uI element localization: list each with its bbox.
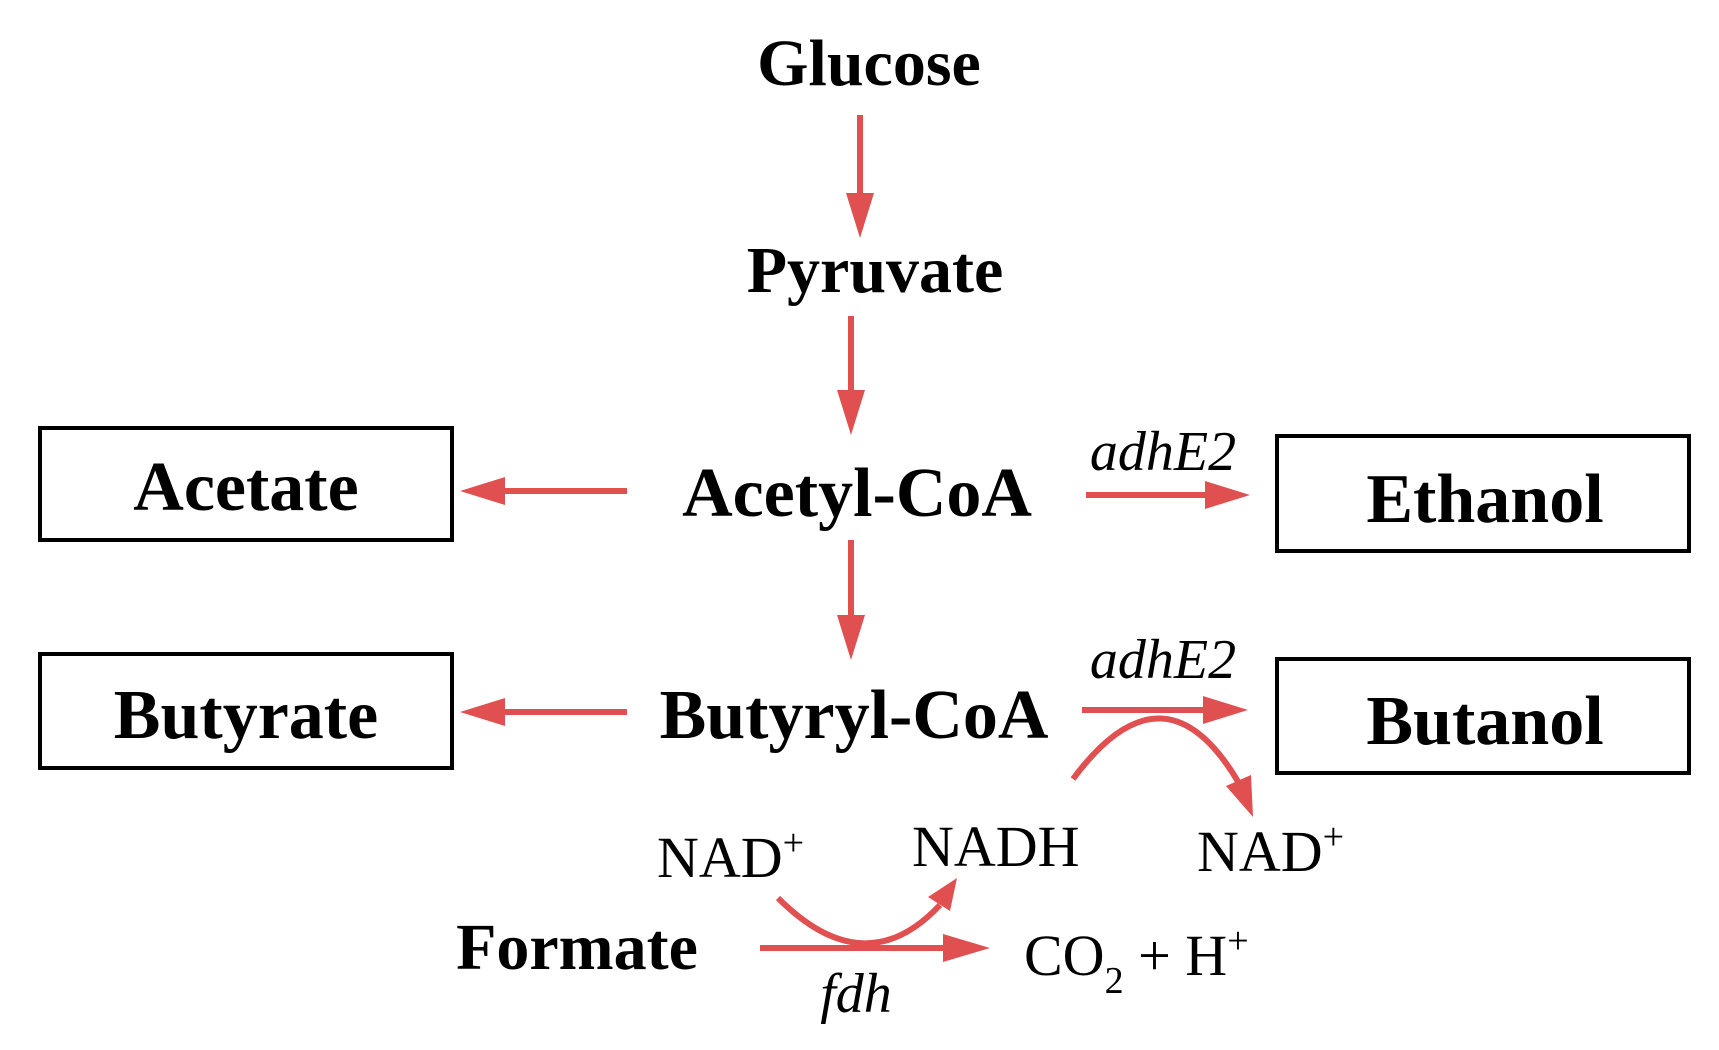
butyrate-label: Butyrate [114, 677, 378, 754]
nad-plus-left: NAD+ [657, 822, 804, 890]
acetyl-coa-label: Acetyl-CoA [682, 455, 1032, 532]
arrow-nadh-nadplus-head [1226, 775, 1253, 817]
arrow-acetylcoa-butyrylcoa-head [837, 615, 865, 660]
arrow-formate-co2-head [943, 934, 990, 962]
adhe2-butanol-label: adhE2 [1090, 629, 1236, 691]
arrow-acetylcoa-ethanol-head [1205, 481, 1250, 509]
ethanol-label: Ethanol [1366, 461, 1603, 538]
arrow-nadplus-nadh-head [928, 878, 957, 911]
butanol-box [1275, 657, 1691, 775]
pyruvate-label: Pyruvate [747, 234, 1004, 307]
arrow-glucose-pyruvate-head [846, 193, 874, 238]
glucose-label: Glucose [757, 27, 981, 100]
acetate-box [38, 426, 454, 542]
butyrate-box [38, 652, 454, 770]
adhe2-ethanol-label: adhE2 [1090, 421, 1236, 483]
butanol-label: Butanol [1366, 683, 1603, 760]
arrow-nadh-nadplus-curve [1070, 715, 1243, 787]
fdh-label: fdh [820, 963, 892, 1025]
formate-label: Formate [456, 911, 698, 984]
arrow-butyrylcoa-butanol-head [1203, 696, 1248, 724]
arrow-butyrylcoa-butyrate-head [460, 698, 505, 726]
co2-h-plus-label: CO2 + H+ [1024, 920, 1249, 1002]
arrow-acetylcoa-acetate-head [460, 477, 505, 505]
arrow-nadplus-nadh-curve [775, 895, 943, 947]
butyryl-coa-label: Butyryl-CoA [660, 677, 1049, 754]
nadh-label: NADH [912, 814, 1080, 879]
nad-plus-right: NAD+ [1197, 816, 1344, 884]
arrow-pyruvate-acetylcoa-head [837, 390, 865, 435]
acetate-label: Acetate [133, 449, 358, 526]
ethanol-box [1275, 434, 1691, 553]
